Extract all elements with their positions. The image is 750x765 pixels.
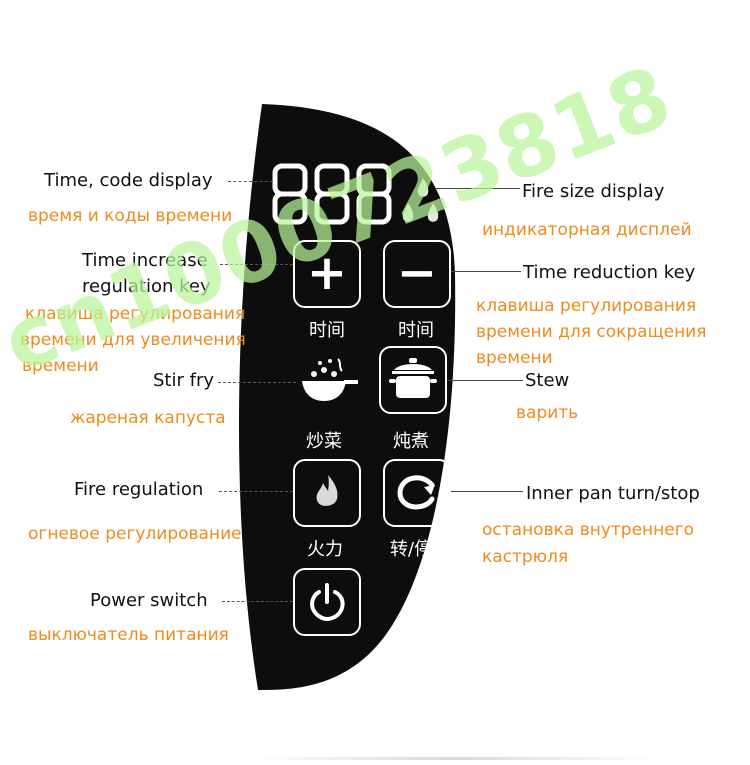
time-increase-label-ru-line3: времени	[22, 356, 99, 376]
fire-regulation-button[interactable]	[293, 459, 361, 527]
inner-pan-label: Inner pan turn/stop	[526, 483, 700, 504]
time-increase-label-line1: Time increase	[82, 250, 208, 271]
flame-icon	[316, 475, 338, 506]
time-display-label-ru: время и коды времени	[28, 206, 233, 226]
time-reduction-label-ru-line2: времени для сокращения	[476, 322, 707, 342]
stew-caption: 炖煮	[393, 431, 429, 452]
fire-regulation-leader	[219, 491, 293, 492]
pot-icon	[389, 358, 437, 398]
stew-button[interactable]	[379, 346, 447, 414]
power-switch-label-ru: выключатель питания	[28, 625, 229, 645]
turn-stop-caption: 转/停	[390, 539, 433, 560]
plus-icon: +	[306, 245, 348, 301]
time-display-label: Time, code display	[44, 170, 213, 191]
inner-pan-leader	[451, 491, 523, 492]
time-reduction-label-ru-line3: времени	[476, 348, 553, 368]
digit-icon	[272, 163, 392, 225]
fire-regulation-label-ru: огневое регулирование	[28, 524, 242, 544]
power-switch-leader	[222, 601, 293, 602]
seven-segment-display: 888	[270, 160, 395, 230]
fire-size-leader	[436, 188, 520, 189]
stir-fry-leader	[218, 382, 296, 383]
fire-regulation-label: Fire regulation	[74, 479, 204, 500]
stew-label: Stew	[525, 370, 570, 391]
fire-size-label-ru: индикаторная дисплей	[482, 220, 692, 240]
time-reduction-leader	[451, 271, 521, 272]
power-button[interactable]	[293, 568, 361, 636]
wok-icon	[302, 358, 358, 401]
stew-leader	[447, 380, 523, 381]
stir-fry-caption: 炒菜	[306, 431, 342, 452]
time-increase-label-ru-line1: клавиша регулирования	[25, 304, 246, 324]
turn-stop-button[interactable]	[383, 459, 451, 527]
time-reduction-label: Time reduction key	[523, 262, 696, 283]
fire-size-label: Fire size display	[522, 181, 665, 202]
stew-label-ru: варить	[516, 403, 579, 423]
bottom-divider	[255, 757, 655, 760]
time-reduction-label-ru-line1: клавиша регулирования	[476, 296, 697, 316]
time-increase-label-ru-line2: времени для увеличения	[20, 330, 246, 350]
power-switch-label: Power switch	[90, 590, 208, 611]
rotate-icon	[397, 475, 435, 510]
time-increase-button[interactable]: +	[293, 240, 361, 308]
time-increase-caption: 时间	[309, 320, 345, 341]
time-decrease-button[interactable]: −	[383, 240, 451, 308]
fire-caption: 火力	[307, 539, 343, 560]
fire-size-indicator-icon	[402, 178, 439, 222]
inner-pan-label-ru-line1: остановка внутреннего	[482, 520, 695, 540]
stir-fry-label: Stir fry	[153, 370, 214, 391]
time-increase-label-line2: regulation key	[82, 276, 211, 297]
time-decrease-caption: 时间	[398, 320, 434, 341]
time-display-leader	[228, 181, 273, 182]
time-increase-leader	[220, 264, 293, 265]
minus-icon: −	[396, 245, 438, 301]
inner-pan-label-ru-line2: кастрюля	[482, 547, 569, 567]
stir-fry-label-ru: жареная капуста	[70, 408, 226, 428]
power-icon	[310, 583, 345, 622]
